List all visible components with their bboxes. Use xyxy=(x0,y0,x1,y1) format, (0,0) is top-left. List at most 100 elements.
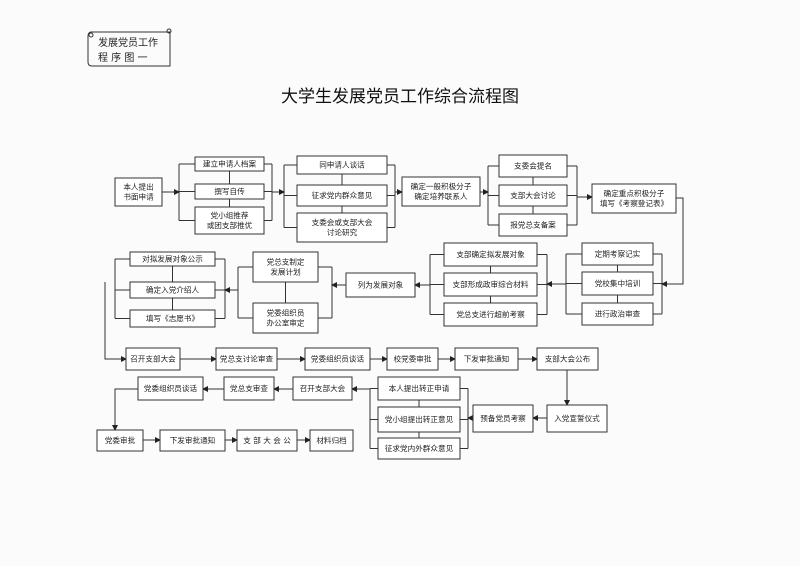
process-box-s2: 下发审批通知 xyxy=(159,429,226,452)
process-box-j1: 对拟发展对象公示 xyxy=(129,251,216,267)
header-tag: 发展党员工作 程 序 图 一 xyxy=(87,28,172,67)
box-frame xyxy=(292,376,353,401)
box-label: 党总支制定 xyxy=(267,257,305,267)
box-frame xyxy=(159,429,226,452)
box-label: 确定一般积极分子 xyxy=(411,181,472,191)
box-label: 支委会或支部大会 xyxy=(312,217,373,227)
box-frame xyxy=(215,347,278,371)
box-frame xyxy=(296,155,388,175)
box-frame xyxy=(443,272,538,297)
box-frame xyxy=(129,281,216,299)
box-frame xyxy=(386,347,439,371)
process-box-g2: 支部形成政审综合材料 xyxy=(443,272,538,297)
connectors xyxy=(104,163,684,449)
box-frame xyxy=(443,242,538,267)
box-label: 建立申请人档案 xyxy=(203,159,257,169)
flow-arrow xyxy=(104,282,127,362)
process-box-q0: 预备党员考察 xyxy=(472,404,534,433)
box-label: 党委组织员 xyxy=(267,308,305,318)
box-label: 列为发展对象 xyxy=(358,280,404,290)
box-label: 撰写自传 xyxy=(214,186,245,196)
box-label: 支 部 大 会 公 xyxy=(243,435,291,445)
box-frame xyxy=(377,406,461,433)
box-label: 校党委审批 xyxy=(394,354,432,364)
box-frame xyxy=(194,183,265,200)
box-label: 下发审批通知 xyxy=(464,354,510,364)
box-label: 党总支讨论审查 xyxy=(220,354,274,364)
box-frame xyxy=(296,184,388,207)
box-label: 材料归档 xyxy=(316,435,347,445)
box-label: 确定入党介绍人 xyxy=(146,285,200,295)
box-frame xyxy=(304,347,371,371)
process-box-p3: 征求党内外群众意见 xyxy=(377,437,461,460)
box-label: 党总支进行超前考察 xyxy=(456,309,525,319)
process-box-g1: 支部确定拟发展对象 xyxy=(443,242,538,267)
process-box-k3: 党委组织员谈话 xyxy=(304,347,371,371)
box-frame xyxy=(498,154,568,178)
box-label: 确定重点积极分子 xyxy=(604,188,665,198)
box-label: 书面申请 xyxy=(123,192,154,202)
box-label: 召开支部大会 xyxy=(300,383,346,393)
box-label: 召开支部大会 xyxy=(130,354,176,364)
box-label: 党委审批 xyxy=(105,435,136,445)
box-frame xyxy=(252,302,319,334)
box-label: 讨论研究 xyxy=(327,227,358,237)
box-frame xyxy=(581,302,654,326)
box-label: 党总支审查 xyxy=(230,383,268,393)
box-frame xyxy=(194,156,265,172)
box-frame xyxy=(536,347,599,371)
process-box-m3: 召开支部大会 xyxy=(292,376,353,401)
box-label: 支部大会讨论 xyxy=(510,190,556,200)
box-label: 确定培养联系人 xyxy=(414,191,468,201)
box-label: 或团支部推优 xyxy=(207,220,253,230)
process-box-j3: 填写《志愿书》 xyxy=(129,309,216,328)
box-label: 同申请人谈话 xyxy=(319,160,365,170)
header-tag-line2: 程 序 图 一 xyxy=(98,51,148,64)
box-label: 入党宣誓仪式 xyxy=(554,413,600,423)
box-frame xyxy=(194,206,265,235)
process-box-d1: 支委会提名 xyxy=(498,154,568,178)
process-box-m2: 党总支审查 xyxy=(223,376,275,401)
process-box-a2: 撰写自传 xyxy=(194,183,265,200)
box-frame xyxy=(129,251,216,267)
process-box-k2: 党总支讨论审查 xyxy=(215,347,278,371)
box-label: 报党总支备案 xyxy=(510,220,556,230)
flow-arrow xyxy=(661,197,684,287)
box-frame xyxy=(309,429,354,452)
process-box-f1: 定期考察记实 xyxy=(581,242,654,266)
box-label: 党小组推荐 xyxy=(211,210,249,220)
box-label: 发展计划 xyxy=(270,267,300,277)
box-frame xyxy=(137,376,204,401)
box-label: 填写《志愿书》 xyxy=(146,313,199,323)
process-box-b1: 同申请人谈话 xyxy=(296,155,388,175)
box-frame xyxy=(296,212,388,243)
box-label: 党小组提出转正意见 xyxy=(385,414,454,424)
box-frame xyxy=(345,272,416,298)
process-box-s4: 材料归档 xyxy=(309,429,354,452)
process-box-b2: 征求党内群众意见 xyxy=(296,184,388,207)
box-label: 征求党内群众意见 xyxy=(312,190,373,200)
box-label: 党校集中培训 xyxy=(595,278,641,288)
box-label: 下发审批通知 xyxy=(170,435,216,445)
box-frame xyxy=(581,242,654,266)
box-frame xyxy=(252,251,319,283)
box-frame xyxy=(236,429,298,452)
box-frame xyxy=(581,271,654,296)
process-box-p1: 本人提出转正申请 xyxy=(377,376,461,401)
box-label: 征求党内外群众意见 xyxy=(385,443,454,453)
flow-arrow xyxy=(112,388,138,431)
box-frame xyxy=(223,376,275,401)
box-label: 填写《考察登记表》 xyxy=(600,198,668,208)
header-tag-line1: 发展党员工作 xyxy=(98,36,158,49)
box-label: 本人提出 xyxy=(123,182,153,192)
process-box-k4: 校党委审批 xyxy=(386,347,439,371)
process-box-s1: 党委审批 xyxy=(96,429,144,452)
box-frame xyxy=(498,213,568,237)
process-box-f3: 进行政治审查 xyxy=(581,302,654,326)
box-label: 党委组织员谈话 xyxy=(311,354,365,364)
process-box-r0: 入党宣誓仪式 xyxy=(546,404,608,433)
